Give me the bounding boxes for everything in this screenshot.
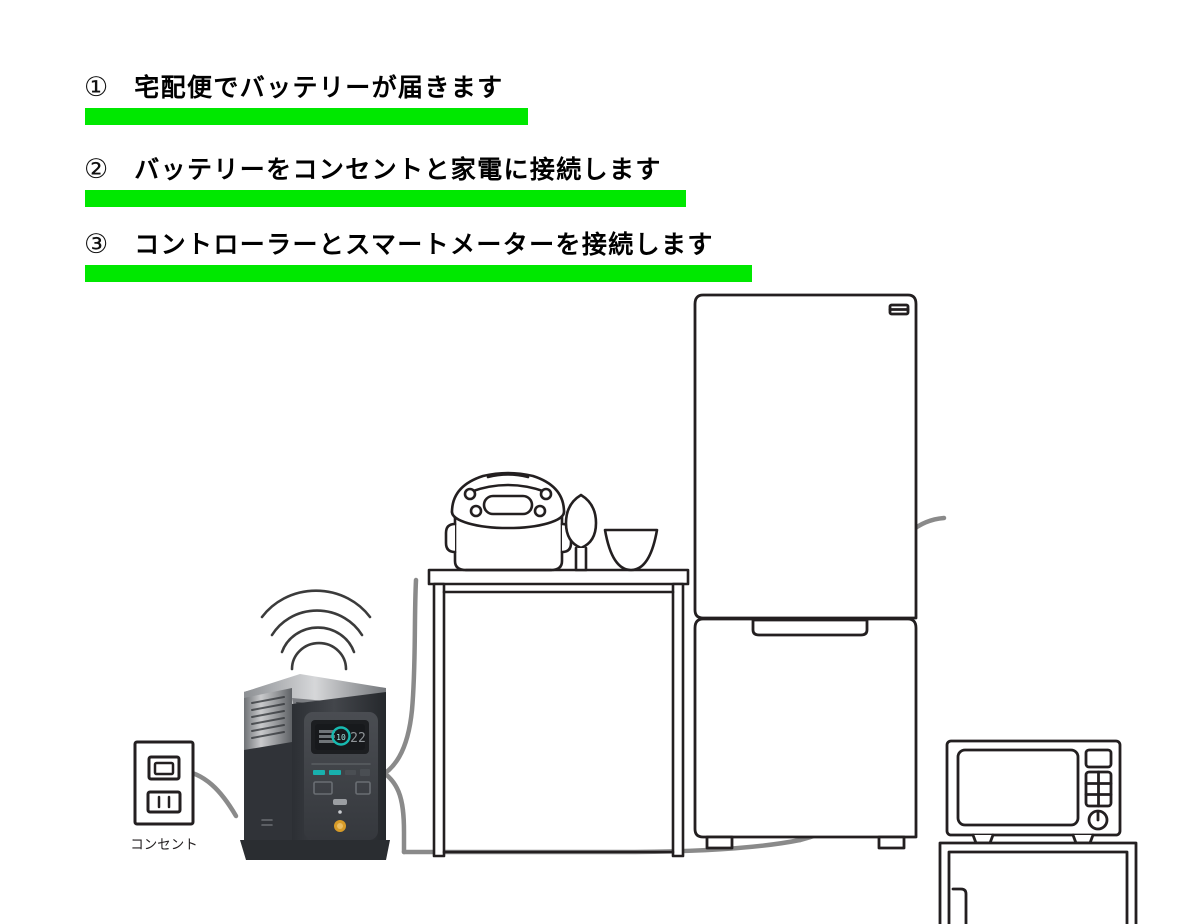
wifi-arc-4: [260, 589, 372, 619]
wifi-signal-icon: [260, 589, 372, 671]
step-number-1: ①: [84, 72, 109, 103]
kitchen-cart: [427, 568, 690, 858]
step-item-3: ③ コントローラーとスマートメーターを接続します: [0, 0, 1200, 282]
step-highlight-1: [85, 108, 528, 125]
outlet-label: コンセント: [130, 837, 198, 853]
wall-outlet: [133, 740, 195, 826]
step-text-3: コントローラーとスマートメーターを接続します: [134, 230, 714, 259]
step-highlight-2: [85, 190, 686, 207]
cable-floor-run: [401, 837, 803, 855]
step-number-3: ③: [84, 229, 109, 260]
step-text-2: バッテリーをコンセントと家電に接続します: [134, 155, 662, 184]
step-highlight-3: [85, 265, 752, 282]
portable-power-station: 10 22: [240, 674, 390, 860]
wifi-arc-2: [280, 626, 356, 654]
rice-paddle: [564, 493, 598, 572]
refrigerator: [693, 293, 918, 850]
wifi-arc-3: [270, 609, 364, 637]
microwave-oven: [945, 739, 1122, 845]
svg-text:10: 10: [336, 733, 346, 742]
cable-battery-to-rice-cooker: [369, 577, 419, 783]
rice-bowl: [603, 528, 659, 572]
wifi-arc-1: [290, 641, 348, 671]
step-item-1: ① 宅配便でバッテリーが届きます: [0, 0, 1200, 125]
storage-cabinet: [938, 841, 1138, 924]
battery-display-value: 22: [350, 731, 366, 746]
step-text-1: 宅配便でバッテリーが届きます: [134, 73, 504, 102]
step-number-2: ②: [84, 154, 109, 185]
rice-cooker: [444, 471, 573, 572]
kitchen-illustration: コンセント: [0, 280, 1200, 924]
step-item-2: ② バッテリーをコンセントと家電に接続します: [0, 0, 1200, 207]
